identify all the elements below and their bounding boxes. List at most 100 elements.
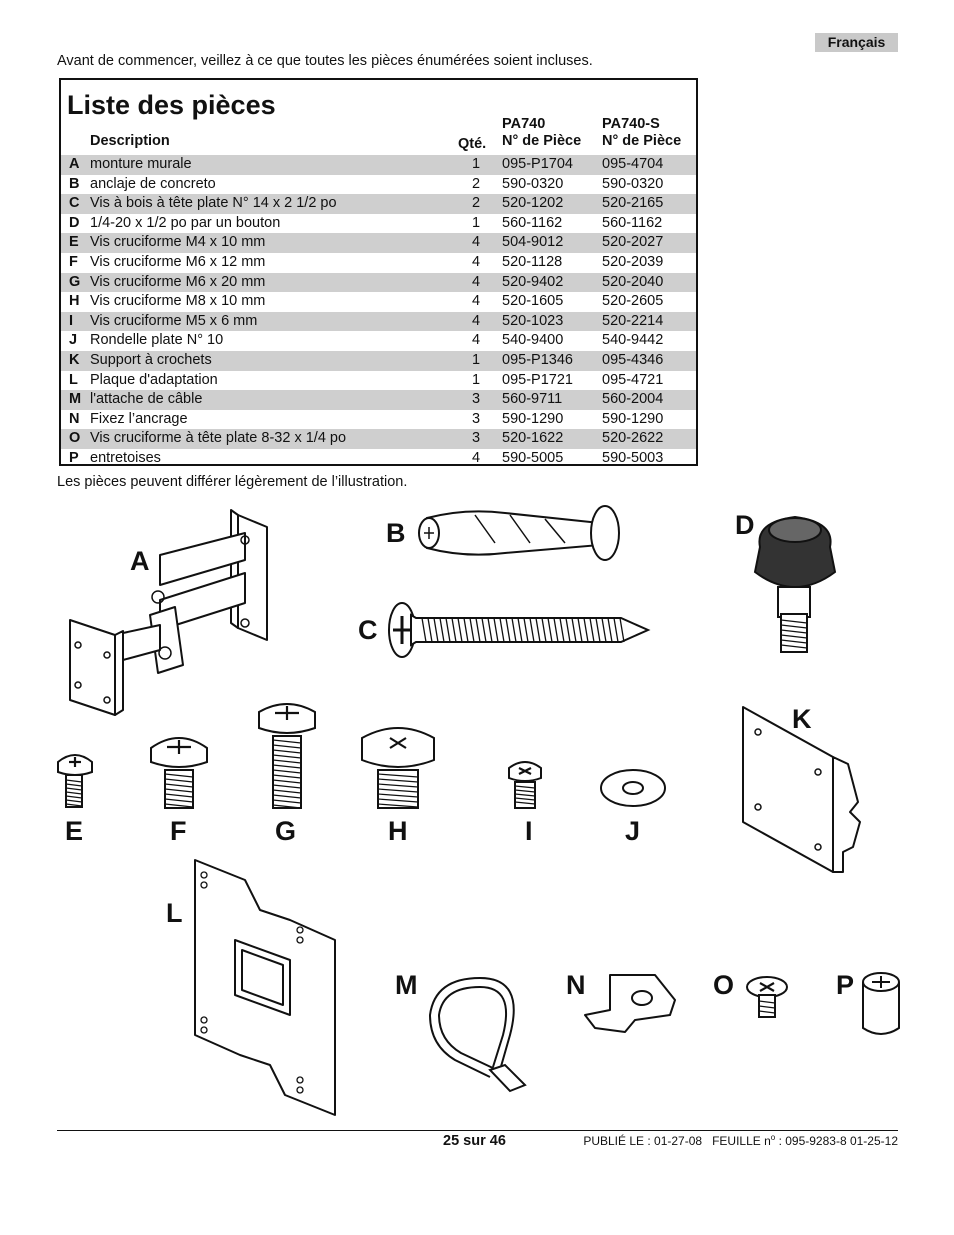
part-letter: L	[69, 371, 78, 388]
figure-label-h: H	[388, 816, 408, 846]
part-letter: D	[69, 214, 80, 231]
part-letter: A	[69, 156, 80, 172]
part-letter: I	[69, 312, 74, 329]
part-letter: N	[69, 410, 80, 427]
part-description: Vis cruciforme M6 x 12 mm	[90, 253, 266, 270]
part-qty: 3	[471, 430, 481, 447]
concrete-anchor-illustration	[418, 505, 620, 561]
part-number-pa740: 095-P1721	[502, 371, 573, 388]
figure-label-a: A	[130, 546, 150, 576]
part-description: Rondelle plate N° 10	[90, 332, 224, 349]
header-pa740s-part: N° de Pièce	[602, 133, 682, 149]
part-number-pa740s: 520-2214	[602, 312, 664, 329]
part-letter: E	[69, 234, 79, 251]
part-qty: 1	[471, 371, 481, 388]
figure-label-j: J	[625, 816, 641, 846]
part-number-pa740: 520-1622	[502, 430, 564, 447]
sheet-value: : 095-9283-8 01-25-12	[775, 1134, 898, 1148]
parts-list-title: Liste des pièces	[67, 90, 276, 120]
part-number-pa740: 520-1605	[502, 293, 564, 310]
hook-bracket-illustration	[742, 706, 861, 873]
part-letter: K	[69, 351, 80, 368]
part-number-pa740: 504-9012	[502, 234, 564, 251]
part-qty: 2	[471, 175, 481, 192]
part-qty: 3	[471, 410, 481, 427]
header-qty: Qté.	[458, 136, 487, 152]
part-description: 1/4-20 x 1/2 po par un bouton	[90, 214, 281, 231]
disclaimer-note: Les pièces peuvent différer légèrement d…	[57, 474, 408, 490]
part-number-pa740: 560-9711	[502, 391, 563, 408]
part-description: Fixez l’ancrage	[90, 410, 188, 427]
page-number: 25 sur 46	[443, 1133, 506, 1149]
part-qty: 1	[471, 156, 481, 172]
part-number-pa740: 540-9400	[502, 332, 564, 349]
part-description: Vis cruciforme M4 x 10 mm	[90, 234, 266, 251]
published-date: PUBLIÉ LE : 01-27-08	[583, 1134, 703, 1148]
adapter-plate-illustration	[194, 859, 336, 1116]
part-number-pa740s: 520-2040	[602, 273, 664, 290]
header-pa740-part: N° de Pièce	[502, 133, 582, 149]
part-qty: 4	[471, 332, 481, 349]
part-number-pa740s: 520-2605	[602, 293, 664, 310]
part-number-pa740s: 520-2165	[602, 195, 664, 212]
part-qty: 4	[471, 273, 481, 290]
figure-label-c: C	[358, 615, 378, 645]
part-description: Plaque d'adaptation	[90, 371, 218, 388]
part-letter: C	[69, 195, 80, 212]
sheet-sup: o	[770, 1133, 776, 1142]
part-qty: 4	[471, 293, 481, 310]
part-number-pa740s: 520-2622	[602, 430, 664, 447]
footer-divider	[57, 1130, 898, 1131]
part-qty: 4	[471, 234, 481, 251]
part-description: anclaje de concreto	[90, 175, 216, 192]
figure-label-p: P	[836, 970, 855, 1000]
part-description: l'attache de câble	[90, 391, 203, 408]
part-letter: P	[69, 449, 79, 466]
figure-label-n: N	[566, 970, 586, 1000]
part-letter: O	[69, 430, 81, 447]
part-qty: 1	[471, 214, 481, 231]
part-number-pa740: 590-1290	[502, 410, 564, 427]
figure-label-d: D	[735, 510, 755, 540]
table-row: C Vis à bois à tête plate N° 14 x 2 1/2 p…	[61, 194, 696, 214]
part-letter: J	[69, 332, 78, 349]
intro-text: Avant de commencer, veillez à ce que tou…	[57, 53, 593, 69]
part-number-pa740: 520-1128	[502, 253, 563, 270]
part-description: Vis cruciforme à tête plate 8-32 x 1/4 p…	[90, 430, 347, 447]
part-number-pa740: 560-1162	[502, 214, 563, 231]
part-description: Vis à bois à tête plate N° 14 x 2 1/2 po	[90, 195, 337, 212]
screws-illustration	[57, 703, 666, 809]
parts-list-table: Liste des pièces Description Qté. PA740 …	[59, 78, 698, 466]
part-number-pa740s: 095-4346	[602, 351, 664, 368]
part-qty: 4	[471, 449, 481, 466]
part-number-pa740: 590-5005	[502, 449, 564, 466]
part-letter: M	[69, 391, 82, 408]
knob-illustration	[753, 515, 837, 653]
part-qty: 2	[471, 195, 481, 212]
spacer-illustration	[862, 972, 900, 1035]
part-letter: H	[69, 293, 80, 310]
part-description: Support à crochets	[90, 351, 212, 368]
part-letter: B	[69, 175, 80, 192]
part-description: monture murale	[90, 156, 192, 172]
wall-mount-illustration	[69, 509, 268, 716]
part-number-pa740s: 590-5003	[602, 449, 664, 466]
figure-label-l: L	[166, 898, 183, 928]
part-number-pa740s: 560-1162	[602, 214, 663, 231]
part-description: Vis cruciforme M6 x 20 mm	[90, 273, 266, 290]
figure-label-m: M	[395, 970, 418, 1000]
part-number-pa740: 095-P1704	[502, 156, 573, 172]
part-description: entretoises	[90, 449, 161, 466]
header-pa740s: PA740-S	[602, 116, 660, 132]
figure-label-b: B	[386, 518, 406, 548]
part-number-pa740s: 590-0320	[602, 175, 664, 192]
part-number-pa740: 520-9402	[502, 273, 564, 290]
part-number-pa740s: 520-2039	[602, 253, 664, 270]
